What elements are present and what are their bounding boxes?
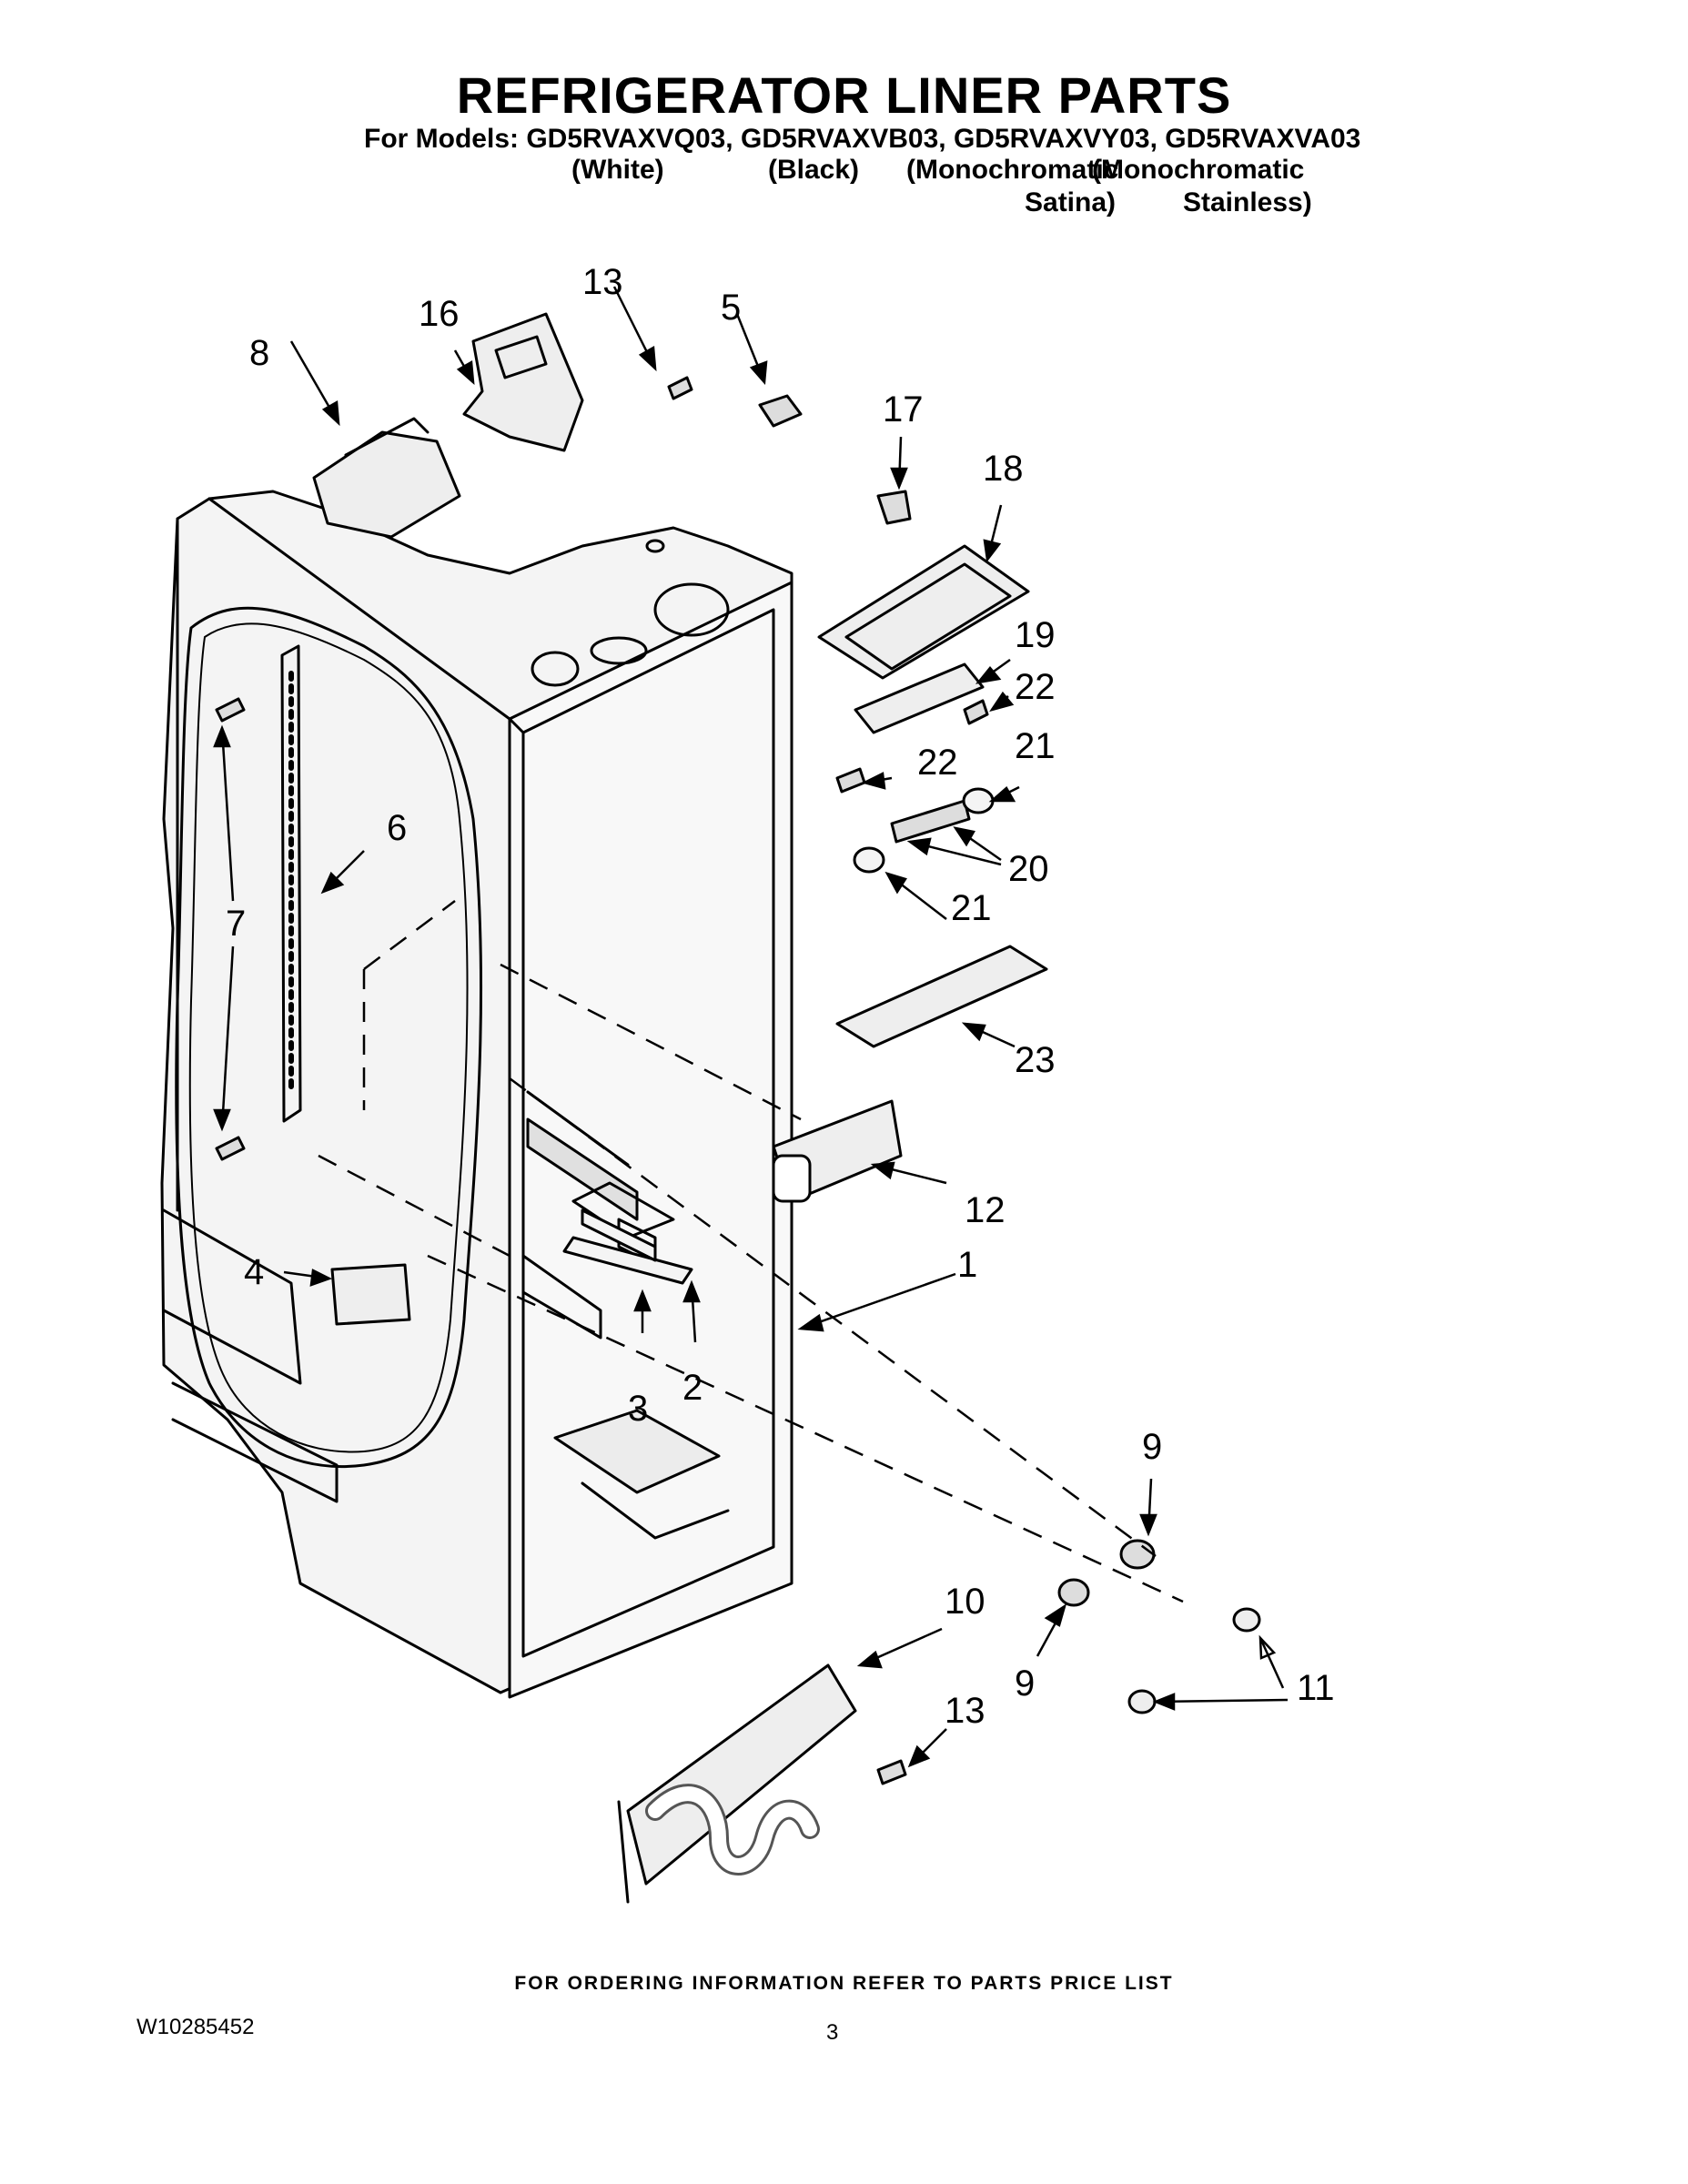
callout-4: 4: [244, 1252, 265, 1292]
model-note-mono-satina-1: (Monochromatic: [906, 155, 1119, 185]
vent: [330, 1263, 411, 1326]
light-socket: [876, 490, 912, 525]
shelf-ladder: [280, 644, 302, 1123]
callout-13-lower: 13: [945, 1691, 986, 1731]
document-number: W10285452: [136, 2015, 255, 2039]
callout-2: 2: [682, 1368, 703, 1408]
callout-3: 3: [628, 1389, 649, 1429]
lens: [854, 662, 985, 734]
callout-21-lower: 21: [951, 888, 992, 928]
model-note-black: (Black): [768, 155, 860, 185]
callout-10: 10: [945, 1582, 986, 1622]
callout-11: 11: [1297, 1668, 1335, 1708]
bracket-3: [581, 1208, 657, 1262]
callout-12: 12: [965, 1190, 1006, 1230]
light-shield: [835, 945, 1048, 1048]
callout-7: 7: [226, 904, 247, 944]
page-number: 3: [826, 2020, 839, 2045]
callout-9-lower: 9: [1015, 1663, 1036, 1704]
callout-13-upper: 13: [582, 262, 623, 302]
callout-23: 23: [1015, 1040, 1056, 1080]
clip: [758, 394, 803, 428]
callout-9-upper: 9: [1142, 1427, 1163, 1467]
model-note-white: (White): [571, 155, 664, 185]
callout-19: 19: [1015, 615, 1056, 655]
screws-7: [215, 697, 246, 1161]
model-note-mono-stainless-2: Stainless): [1183, 187, 1312, 217]
model-note-mono-stainless-1: (Monochromatic: [1092, 155, 1305, 185]
socket: [890, 799, 971, 844]
light-housing: [817, 544, 1030, 680]
control-housing: [312, 417, 461, 539]
ordering-note: FOR ORDERING INFORMATION REFER TO PARTS …: [514, 1973, 1174, 1994]
liner-cabinet: [160, 490, 793, 1699]
heater-coil: [617, 1663, 857, 1904]
callout-16: 16: [419, 294, 460, 334]
callout-5: 5: [721, 288, 742, 328]
callout-22-right: 22: [1015, 667, 1056, 707]
callout-8: 8: [249, 333, 270, 373]
callout-18: 18: [983, 449, 1024, 489]
model-note-mono-satina-2: Satina): [1025, 187, 1117, 217]
callout-1: 1: [957, 1245, 978, 1285]
callout-22-left: 22: [917, 743, 958, 783]
models-line: For Models: GD5RVAXVQ03, GD5RVAXVB03, GD…: [364, 124, 1361, 154]
page-title: REFRIGERATOR LINER PARTS: [456, 66, 1232, 124]
callout-20: 20: [1008, 849, 1049, 889]
callout-6: 6: [387, 808, 408, 848]
bracket: [462, 312, 584, 452]
callout-17: 17: [883, 389, 924, 430]
callout-21-upper: 21: [1015, 726, 1056, 766]
